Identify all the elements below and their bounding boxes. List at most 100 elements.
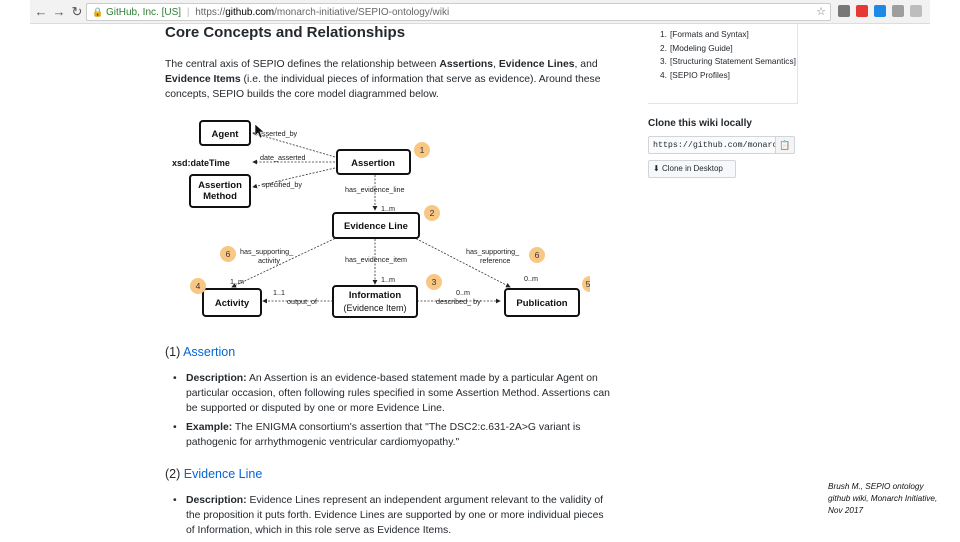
slide-citation: Brush M., SEPIO ontology github wiki, Mo…	[828, 482, 938, 515]
label-asserted-by: asserted_by	[258, 129, 298, 138]
url-host: github.com	[225, 7, 275, 18]
badge-4-text: 4	[196, 281, 201, 291]
url-path: /monarch-initiative/SEPIO-ontology/wiki	[274, 7, 450, 18]
badge-6a	[220, 246, 236, 262]
toc-link[interactable]: [Formats and Syntax]	[670, 29, 749, 39]
node-assertion: Assertion	[351, 158, 395, 169]
node-information-line1: Information	[349, 290, 401, 301]
node-information-line2: (Evidence Item)	[343, 303, 406, 313]
edge-asserted-by	[252, 131, 336, 158]
node-information-box	[332, 285, 418, 318]
back-button[interactable]: ←	[34, 4, 48, 19]
label-output-of: output_of	[287, 297, 317, 306]
extension-icon[interactable]	[874, 5, 886, 17]
toc-link[interactable]: [SEPIO Profiles]	[670, 69, 730, 80]
badge-1-text: 1	[420, 145, 425, 155]
download-icon: ⬇	[653, 164, 662, 173]
cardinality-reference: 0..m	[524, 274, 538, 283]
cardinality-described: 0..m	[456, 288, 470, 297]
node-assertion-box	[336, 149, 411, 175]
badge-1	[414, 142, 430, 158]
edge-specified-by	[252, 167, 336, 189]
evidence-line-bullets: Description: Evidence Lines represent an…	[173, 493, 613, 542]
copy-clipboard-button[interactable]: 📋	[775, 136, 795, 154]
label-date-asserted: date_asserted	[260, 153, 306, 162]
badge-4	[190, 278, 206, 294]
extension-icon[interactable]	[892, 5, 904, 17]
clipboard-icon: 📋	[779, 140, 791, 150]
edge-has-supporting-activity	[231, 236, 339, 288]
node-evidence-line-box	[332, 212, 420, 239]
node-activity-box	[202, 288, 262, 317]
edge-has-supporting-reference	[412, 236, 511, 288]
node-agent-box	[199, 120, 251, 146]
node-datetime: xsd:dateTime	[172, 158, 230, 168]
forward-button[interactable]: →	[52, 4, 66, 19]
browser-window: ← → ↻ 🔒 GitHub, Inc. [US] | https://gith…	[30, 0, 930, 540]
node-agent: Agent	[212, 129, 240, 140]
node-assertion-method-line1: Assertion	[198, 180, 242, 191]
section-heading-evidence-line: (2) Evidence Line	[165, 467, 263, 481]
security-indicator[interactable]: GitHub, Inc. [US]	[106, 7, 182, 18]
label-has-evidence-item: has_evidence_item	[345, 255, 407, 264]
label-has-evidence-line: has_evidence_line	[345, 185, 405, 194]
node-activity: Activity	[215, 298, 250, 309]
section-heading-assertion: (1) Assertion	[165, 345, 236, 359]
extension-icon[interactable]	[856, 5, 868, 17]
toc-item: 3.[Structuring Statement Semantics]	[660, 56, 796, 66]
address-bar[interactable]: 🔒 GitHub, Inc. [US] | https://github.com…	[86, 3, 831, 21]
node-assertion-method-line2: Method	[203, 191, 237, 202]
badge-6b-text: 6	[535, 250, 540, 260]
clone-in-desktop-button[interactable]: ⬇ Clone in Desktop	[648, 160, 736, 178]
badge-3-text: 3	[432, 277, 437, 287]
page-content: Core Concepts and Relationships The cent…	[30, 24, 930, 540]
toc-list: 1.[Formats and Syntax] 2.[Modeling Guide…	[648, 24, 797, 81]
label-has-supporting-activity-line1: has_supporting_	[240, 247, 294, 256]
badge-2	[424, 205, 440, 221]
label-has-supporting-reference-line1: has_supporting_	[466, 247, 520, 256]
node-publication: Publication	[516, 298, 567, 309]
mouse-cursor-icon	[254, 123, 265, 139]
toc-item: 1.[Formats and Syntax]	[660, 29, 749, 39]
toc-link[interactable]: [Modeling Guide]	[670, 42, 733, 53]
cardinality-evidence-line: 1..m	[381, 204, 395, 213]
node-assertion-method-box	[189, 174, 251, 208]
bookmark-star-icon[interactable]: ☆	[816, 6, 826, 18]
reload-button[interactable]: ↻	[71, 4, 83, 19]
node-publication-box	[504, 288, 580, 317]
assertion-bullets: Description: An Assertion is an evidence…	[173, 371, 613, 454]
address-separator: |	[186, 7, 190, 18]
label-specified-by: specified_by	[262, 180, 302, 189]
badge-6a-text: 6	[226, 249, 231, 259]
page-title: Core Concepts and Relationships	[165, 24, 406, 41]
badge-3	[426, 274, 442, 290]
intro-paragraph: The central axis of SEPIO defines the re…	[165, 59, 601, 100]
toc-item: 2.[Modeling Guide]	[660, 42, 733, 53]
lock-icon: 🔒	[92, 7, 104, 17]
toc-link[interactable]: [Structuring Statement Semantics]	[670, 56, 796, 66]
toc-item: 4.[SEPIO Profiles]	[660, 69, 730, 80]
section-link-evidence-line[interactable]: Evidence Line	[183, 467, 263, 481]
cardinality-output: 1..1	[273, 288, 285, 297]
list-item: Description: An Assertion is an evidence…	[173, 371, 613, 416]
table-of-contents: 1.[Formats and Syntax] 2.[Modeling Guide…	[648, 24, 798, 104]
extension-icon[interactable]	[838, 5, 850, 17]
core-model-diagram: Agent Assertion Method Assertion Evidenc…	[170, 112, 598, 327]
badge-2-text: 2	[430, 208, 435, 218]
extension-icon[interactable]	[910, 5, 922, 17]
cardinality-information: 1..m	[381, 275, 395, 284]
section-link-assertion[interactable]: Assertion	[183, 345, 236, 359]
badge-6b	[529, 247, 545, 263]
browser-toolbar: ← → ↻ 🔒 GitHub, Inc. [US] | https://gith…	[30, 0, 930, 24]
label-has-supporting-reference-line2: reference	[480, 256, 510, 265]
clone-wiki-title: Clone this wiki locally	[648, 118, 752, 129]
label-described-by: described_ by	[436, 297, 481, 306]
badge-5-text: 5	[586, 279, 590, 289]
url-scheme: https://	[195, 7, 226, 18]
cardinality-activity: 1..m	[230, 277, 244, 286]
list-item: Description: Evidence Lines represent an…	[173, 493, 613, 538]
clone-url-input[interactable]	[648, 136, 776, 154]
label-has-supporting-activity-line2: activity	[258, 256, 280, 265]
list-item: Example: The ENIGMA consortium's asserti…	[173, 420, 613, 450]
node-evidence-line: Evidence Line	[344, 221, 408, 232]
